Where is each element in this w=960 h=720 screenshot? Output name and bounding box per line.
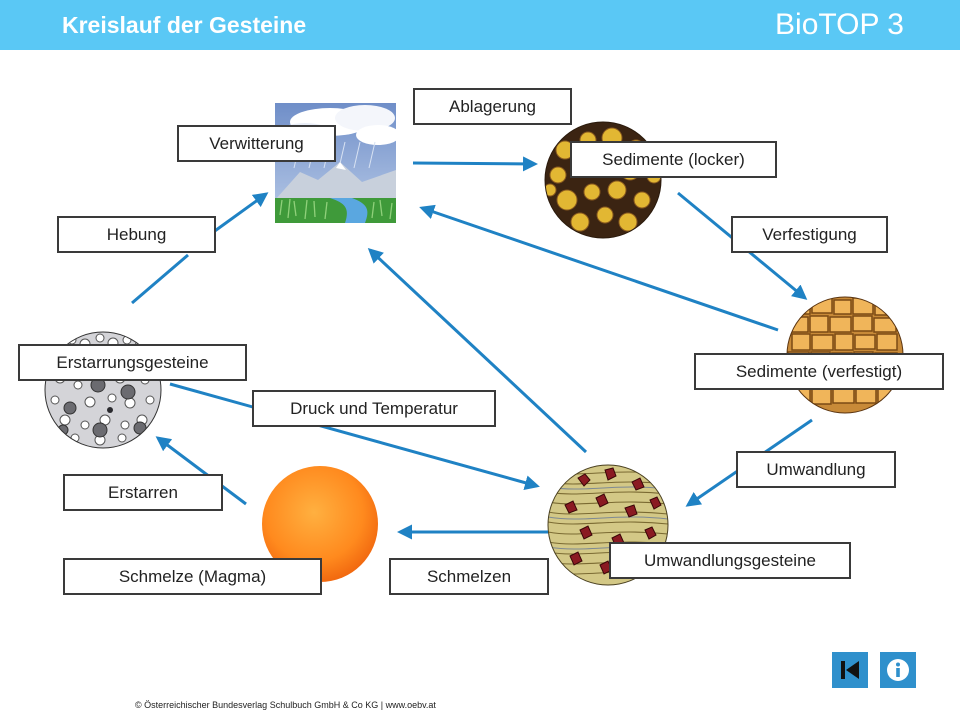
label-erstarren: Erstarren	[63, 474, 223, 511]
skip-back-icon	[841, 661, 859, 679]
label-sedimente-verfestigt: Sedimente (verfestigt)	[694, 353, 944, 390]
label-umwandlungsgesteine: Umwandlungsgesteine	[609, 542, 851, 579]
arrow-ablagerung	[412, 156, 538, 172]
arrow-sediment-hebung	[419, 204, 779, 332]
info-button[interactable]	[880, 652, 916, 688]
label-verwitterung: Verwitterung	[177, 125, 336, 162]
label-druck-temperatur: Druck und Temperatur	[252, 390, 496, 427]
label-schmelze: Schmelze (Magma)	[63, 558, 322, 595]
arrow-erstarren	[155, 436, 247, 506]
label-erstarrungsgesteine: Erstarrungsgesteine	[18, 344, 247, 381]
header-bar: Kreislauf der Gesteine BioTOP 3	[0, 0, 960, 50]
cycle-arrows	[155, 156, 813, 540]
magma-icon	[262, 466, 378, 582]
arrow-metamorph-hebung	[367, 247, 588, 454]
label-umwandlung: Umwandlung	[736, 451, 896, 488]
label-sedimente-locker: Sedimente (locker)	[570, 141, 777, 178]
page-title: Kreislauf der Gesteine	[62, 12, 307, 38]
label-verfestigung: Verfestigung	[731, 216, 888, 253]
copyright-text: © Österreichischer Bundesverlag Schulbuc…	[135, 700, 436, 710]
arrow-hebung	[131, 192, 269, 305]
landscape-icon	[275, 103, 400, 223]
label-hebung: Hebung	[57, 216, 216, 253]
label-schmelzen: Schmelzen	[389, 558, 549, 595]
info-icon	[887, 659, 909, 681]
back-to-start-button[interactable]	[832, 652, 868, 688]
label-ablagerung: Ablagerung	[413, 88, 572, 125]
arrow-druck-temperatur	[169, 382, 540, 491]
brand-logo: BioTOP 3	[775, 8, 904, 41]
